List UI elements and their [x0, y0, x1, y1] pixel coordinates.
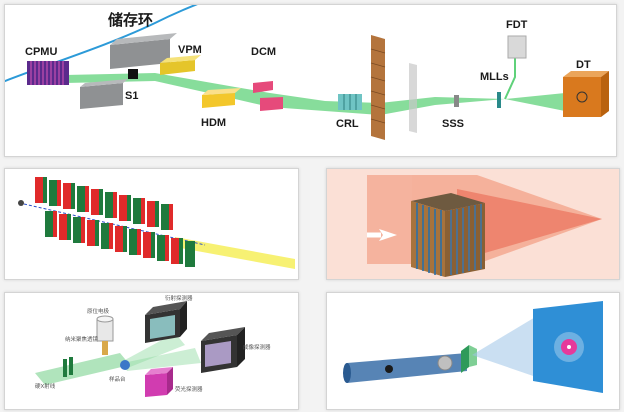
- fluorescence-beam: [504, 55, 516, 100]
- label-electrode: 原位电极: [87, 307, 110, 315]
- undulator-panel: [4, 168, 299, 280]
- front-end-slabs: [80, 33, 177, 109]
- aperture-disk: [437, 355, 453, 371]
- nano-focus-lens: [63, 357, 73, 377]
- incident-beam: [367, 175, 412, 264]
- undulator-diagram: [18, 177, 295, 269]
- diffracted-beam: [123, 333, 185, 367]
- upper-magnet-row: [35, 177, 173, 230]
- shielding-wall: [370, 35, 386, 140]
- cpmu-undulator: [27, 61, 69, 85]
- storage-ring-label: 储存环: [108, 11, 153, 29]
- electrode-cylinder: [96, 315, 114, 355]
- mlls-lens: [497, 92, 501, 108]
- beamline-diagram: 储存环 CPMU VPM S1 HDM DCM CRL SSS MLLs FDT…: [5, 5, 609, 140]
- sss-slit: [454, 95, 459, 107]
- coherent-imaging-diagram: [343, 301, 603, 393]
- vpm-label: VPM: [178, 44, 202, 56]
- diffraction-detector-cube: [145, 301, 187, 343]
- mlls-label: MLLs: [480, 71, 509, 83]
- label-sample-stage: 样品台: [109, 375, 126, 383]
- label-diffraction-detector: 衍射探测器: [165, 294, 193, 302]
- detector-image: [533, 301, 603, 393]
- dt-detector: [563, 71, 609, 117]
- transmitted-beam: [123, 348, 201, 371]
- label-nano-lens: 纳米聚焦透镜: [65, 335, 99, 343]
- fluorescence-detector-cube: [145, 367, 173, 397]
- dcm-label: DCM: [251, 46, 276, 58]
- x-ray-beam: [65, 73, 565, 115]
- fdt-detector: [507, 35, 527, 59]
- vpm-mirror: [160, 55, 201, 75]
- sample-wedge: [461, 345, 477, 373]
- sss-label: SSS: [442, 118, 464, 130]
- lower-magnet-row: [45, 211, 195, 267]
- arrow-icon: [367, 229, 397, 241]
- imaging-detector-cube: [201, 327, 245, 373]
- label-imaging-detector: 成像探测器: [243, 343, 271, 351]
- cpmu-label: CPMU: [25, 46, 57, 58]
- dt-label: DT: [576, 59, 591, 71]
- electron-path: [23, 203, 206, 246]
- undulator-light-beam: [175, 237, 295, 269]
- s1-label: S1: [125, 90, 138, 102]
- fdt-label: FDT: [506, 19, 528, 31]
- sample-point: [120, 360, 130, 370]
- beamline-layout-panel: 储存环 CPMU VPM S1 HDM DCM CRL SSS MLLs FDT…: [4, 4, 617, 157]
- hdm-label: HDM: [201, 117, 226, 129]
- hdm-mirror: [202, 88, 241, 108]
- input-beam: [347, 353, 467, 383]
- setup-diagram: 原位电极 衍射探测器 纳米聚焦透镜 成像探测器 硬X射线 样品台 荧光探测器: [35, 294, 271, 397]
- multilayer-lens-panel: [326, 168, 620, 280]
- beam-source: [343, 363, 351, 383]
- s1-slit: [128, 69, 138, 79]
- crl-label: CRL: [336, 118, 359, 130]
- label-xray-in: 硬X射线: [35, 382, 56, 390]
- electron-dot: [18, 200, 24, 206]
- window-plate: [409, 63, 417, 133]
- mll-diagram: [327, 169, 619, 279]
- coherent-imaging-panel: [326, 292, 620, 410]
- crl-lenses: [338, 94, 362, 110]
- multilayer-lens-block: [411, 193, 485, 277]
- incoming-xray-beam: [35, 353, 130, 385]
- label-fluorescence-detector: 荧光探测器: [175, 385, 203, 393]
- focus-cone: [457, 189, 602, 261]
- experimental-setup-panel: 原位电极 衍射探测器 纳米聚焦透镜 成像探测器 硬X射线 样品台 荧光探测器: [4, 292, 299, 410]
- dcm-crystals: [253, 81, 283, 111]
- focusing-optic: [385, 365, 393, 373]
